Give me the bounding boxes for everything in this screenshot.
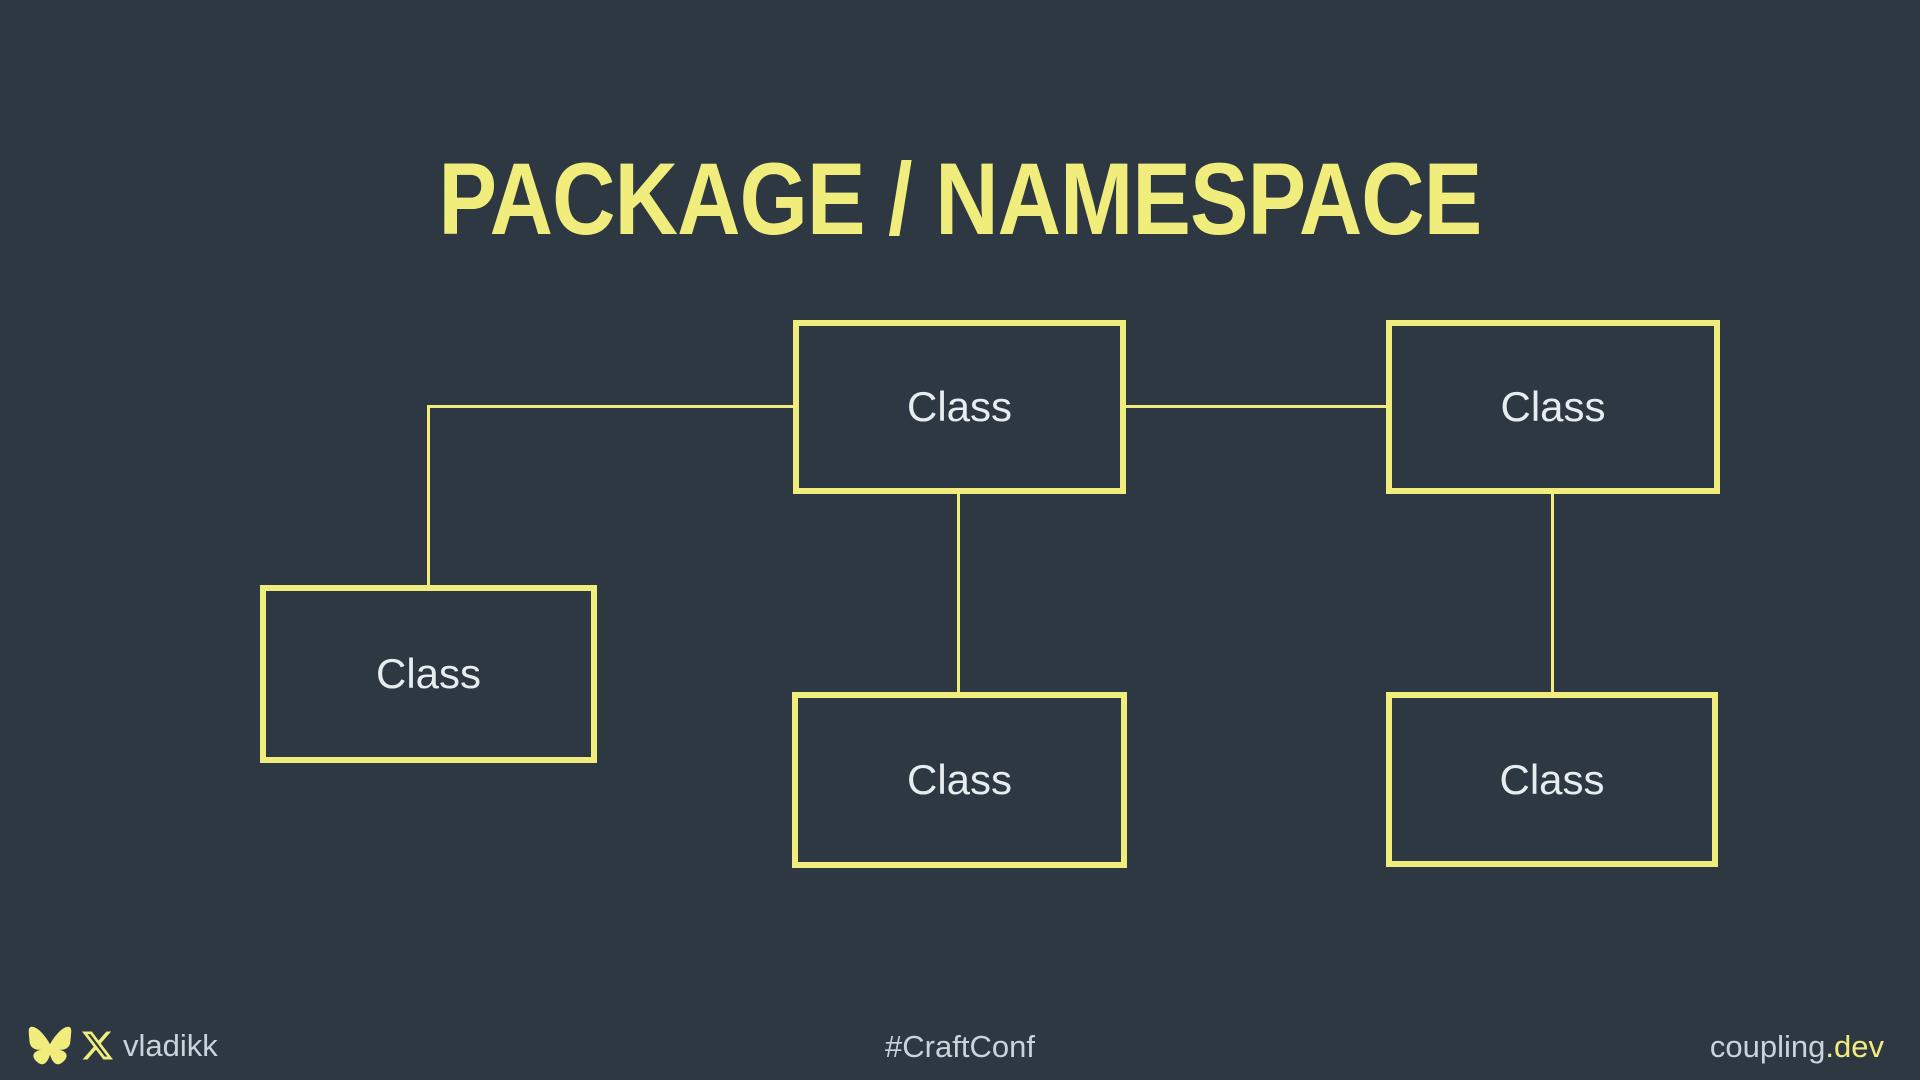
footer-hashtag: #CraftConf [885, 1029, 1035, 1064]
edge-topright-to-bottomright [1551, 494, 1554, 692]
class-node-label: Class [1499, 755, 1605, 803]
class-node-left: Class [260, 585, 597, 763]
bluesky-butterfly-icon [28, 1026, 72, 1065]
footer-site-name: coupling [1709, 1029, 1826, 1064]
class-node-label: Class [375, 650, 482, 697]
class-node-top-center: Class [793, 320, 1126, 494]
class-node-label: Class [906, 383, 1013, 430]
edge-topcenter-to-left-vertical [427, 405, 430, 585]
footer-site-url: coupling.dev [1710, 1031, 1884, 1062]
class-node-label: Class [1500, 383, 1606, 430]
class-node-label: Class [906, 756, 1013, 803]
footer-handle: vladikk [123, 1028, 218, 1063]
slide-title: PACKAGE / NAMESPACE [438, 142, 1483, 257]
footer-social: vladikk [28, 1026, 218, 1065]
edge-topcenter-to-left-horizontal [427, 405, 793, 408]
class-node-bottom-center: Class [792, 692, 1127, 868]
class-node-bottom-right: Class [1386, 692, 1718, 867]
class-node-top-right: Class [1386, 320, 1720, 494]
x-twitter-icon [82, 1030, 113, 1061]
edge-topcenter-to-topright [1126, 405, 1386, 408]
footer-site-tld: .dev [1825, 1029, 1884, 1064]
edge-topcenter-to-bottomcenter [957, 494, 960, 692]
